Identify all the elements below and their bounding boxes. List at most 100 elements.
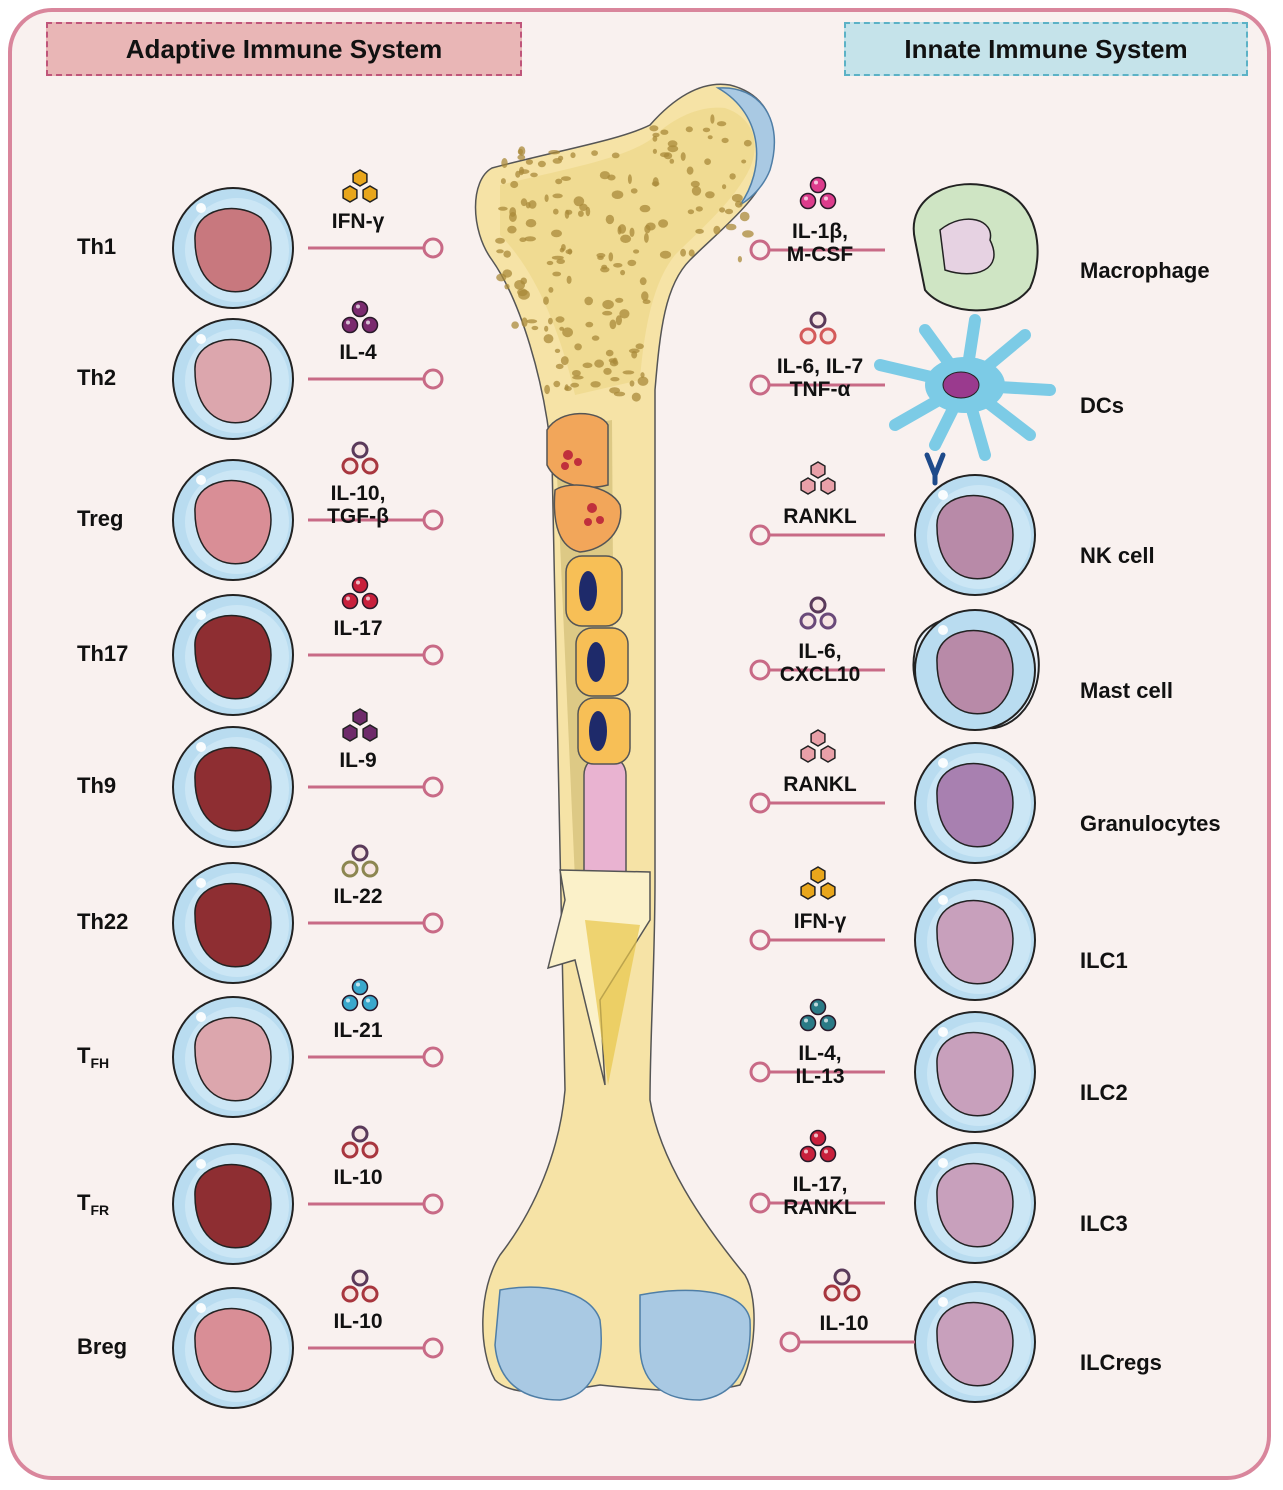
cell-label-mast-cell: Mast cell [1080,678,1173,704]
innate-cytokine-label-6-line2: IL-13 [795,1065,844,1088]
cell-label-tfr-main: T [77,1190,90,1215]
bead-highlight [356,983,360,987]
trabecular-pore [641,291,648,301]
cell-highlight [938,1158,948,1168]
cytokine-ring-icon [363,1143,377,1157]
trabecular-pore [616,315,622,325]
connector-end [751,1194,769,1212]
cell-nucleus [937,496,1013,579]
trabecular-pore [553,209,559,215]
trabecular-pore [504,284,509,290]
cell-label-th1: Th1 [77,234,116,260]
trabecular-pore [526,319,537,323]
cytokine-ring-icon [845,1286,859,1300]
cell-nucleus [937,901,1013,984]
trabecular-pore [521,317,527,327]
trabecular-pore [594,360,604,368]
femur-bone [476,84,775,1400]
bead-highlight [366,597,370,601]
trabecular-pore [560,248,565,253]
cytokine-hexagon-icon [811,462,825,478]
cell-highlight [196,610,206,620]
cytokine-hexagon-icon [363,186,377,202]
trabecular-pore [561,356,569,365]
adaptive-row-th22 [173,846,442,983]
trabecular-pore [511,321,519,328]
connector-end [751,526,769,544]
trabecular-pore [660,251,671,259]
trabecular-pore [585,322,593,328]
bead-highlight [346,597,350,601]
adaptive-row-breg [173,1271,442,1408]
cytokine-ring-icon [343,459,357,473]
trabecular-pore [538,161,546,167]
trabecular-pore [612,190,624,199]
cytokine-hexagon-icon [821,746,835,762]
trabecular-pore [583,363,593,369]
trabecular-pore [741,160,746,164]
trabecular-pore [640,277,647,285]
cytokine-label-0: IFN-γ [332,210,385,233]
cytokine-ring-icon [363,1287,377,1301]
trabecular-pore [740,212,750,221]
cytokine-bead-icon [343,996,358,1011]
cytokine-ring-icon [353,1127,367,1141]
cell-highlight [196,334,206,344]
cytokine-ring-icon [801,614,815,628]
connector-end [424,239,442,257]
cell-label-th22-main: Th22 [77,909,128,934]
trabecular-pore [518,149,523,155]
trabecular-pore [653,136,658,142]
right-condyle [640,1290,750,1400]
trabecular-pore [717,121,726,126]
trabecular-pore [670,159,675,164]
trabecular-pore [681,152,686,161]
cytokine-ring-icon [353,443,367,457]
trabecular-pore [609,252,614,261]
bead-highlight [804,197,808,201]
trabecular-pore [705,191,715,198]
cell-highlight [196,1012,206,1022]
trabecular-pore [618,224,626,234]
cytokine-label-8-line1: IL-10 [333,1310,382,1333]
bead-highlight [346,999,350,1003]
cell-label-nk-cell-main: NK cell [1080,543,1155,568]
cell-label-ilc2-main: ILC2 [1080,1080,1128,1105]
trabecular-pore [566,210,573,215]
cytokine-bead-icon [801,1016,816,1031]
innate-cytokine-label-3-line2: CXCL10 [780,663,861,686]
innate-cytokine-label-8-line1: IL-10 [819,1312,868,1335]
innate-cytokine-label-5: IFN-γ [794,910,847,933]
cell-label-th2-main: Th2 [77,365,116,390]
cytokine-hexagon-icon [821,478,835,494]
cell-nucleus [195,884,271,967]
cell-nucleus [195,340,271,423]
cytokine-hexagon-icon [801,746,815,762]
cell-label-tfr: TFR [77,1190,109,1216]
trabecular-pore [646,223,656,231]
osteoblast-2 [576,628,628,696]
innate-cytokine-label-0-line2: M-CSF [787,243,854,266]
innate-cytokine-label-0: IL-1β,M-CSF [787,220,854,266]
cell-highlight [938,758,948,768]
trabecular-pore [552,194,562,199]
trabecular-pore [556,364,564,369]
innate-row-ilc2 [751,1000,1035,1133]
trabecular-pore [710,114,714,124]
innate-cytokine-label-7-line1: IL-17, [783,1173,857,1196]
bead-highlight [814,1134,818,1138]
trabecular-pore [567,276,572,284]
trabecular-pore [713,226,720,235]
trabecular-pore [630,380,635,386]
cytokine-bead-icon [353,980,368,995]
trabecular-pore [521,198,527,206]
trabecular-pore [623,370,635,374]
cell-label-ilcregs: ILCregs [1080,1350,1162,1376]
trabecular-pore [680,249,686,257]
connector-end [424,914,442,932]
trabecular-pore [552,272,561,277]
connector-end [751,661,769,679]
trabecular-pore [649,125,658,131]
trabecular-pore [543,297,549,305]
trabecular-pore [696,206,703,211]
